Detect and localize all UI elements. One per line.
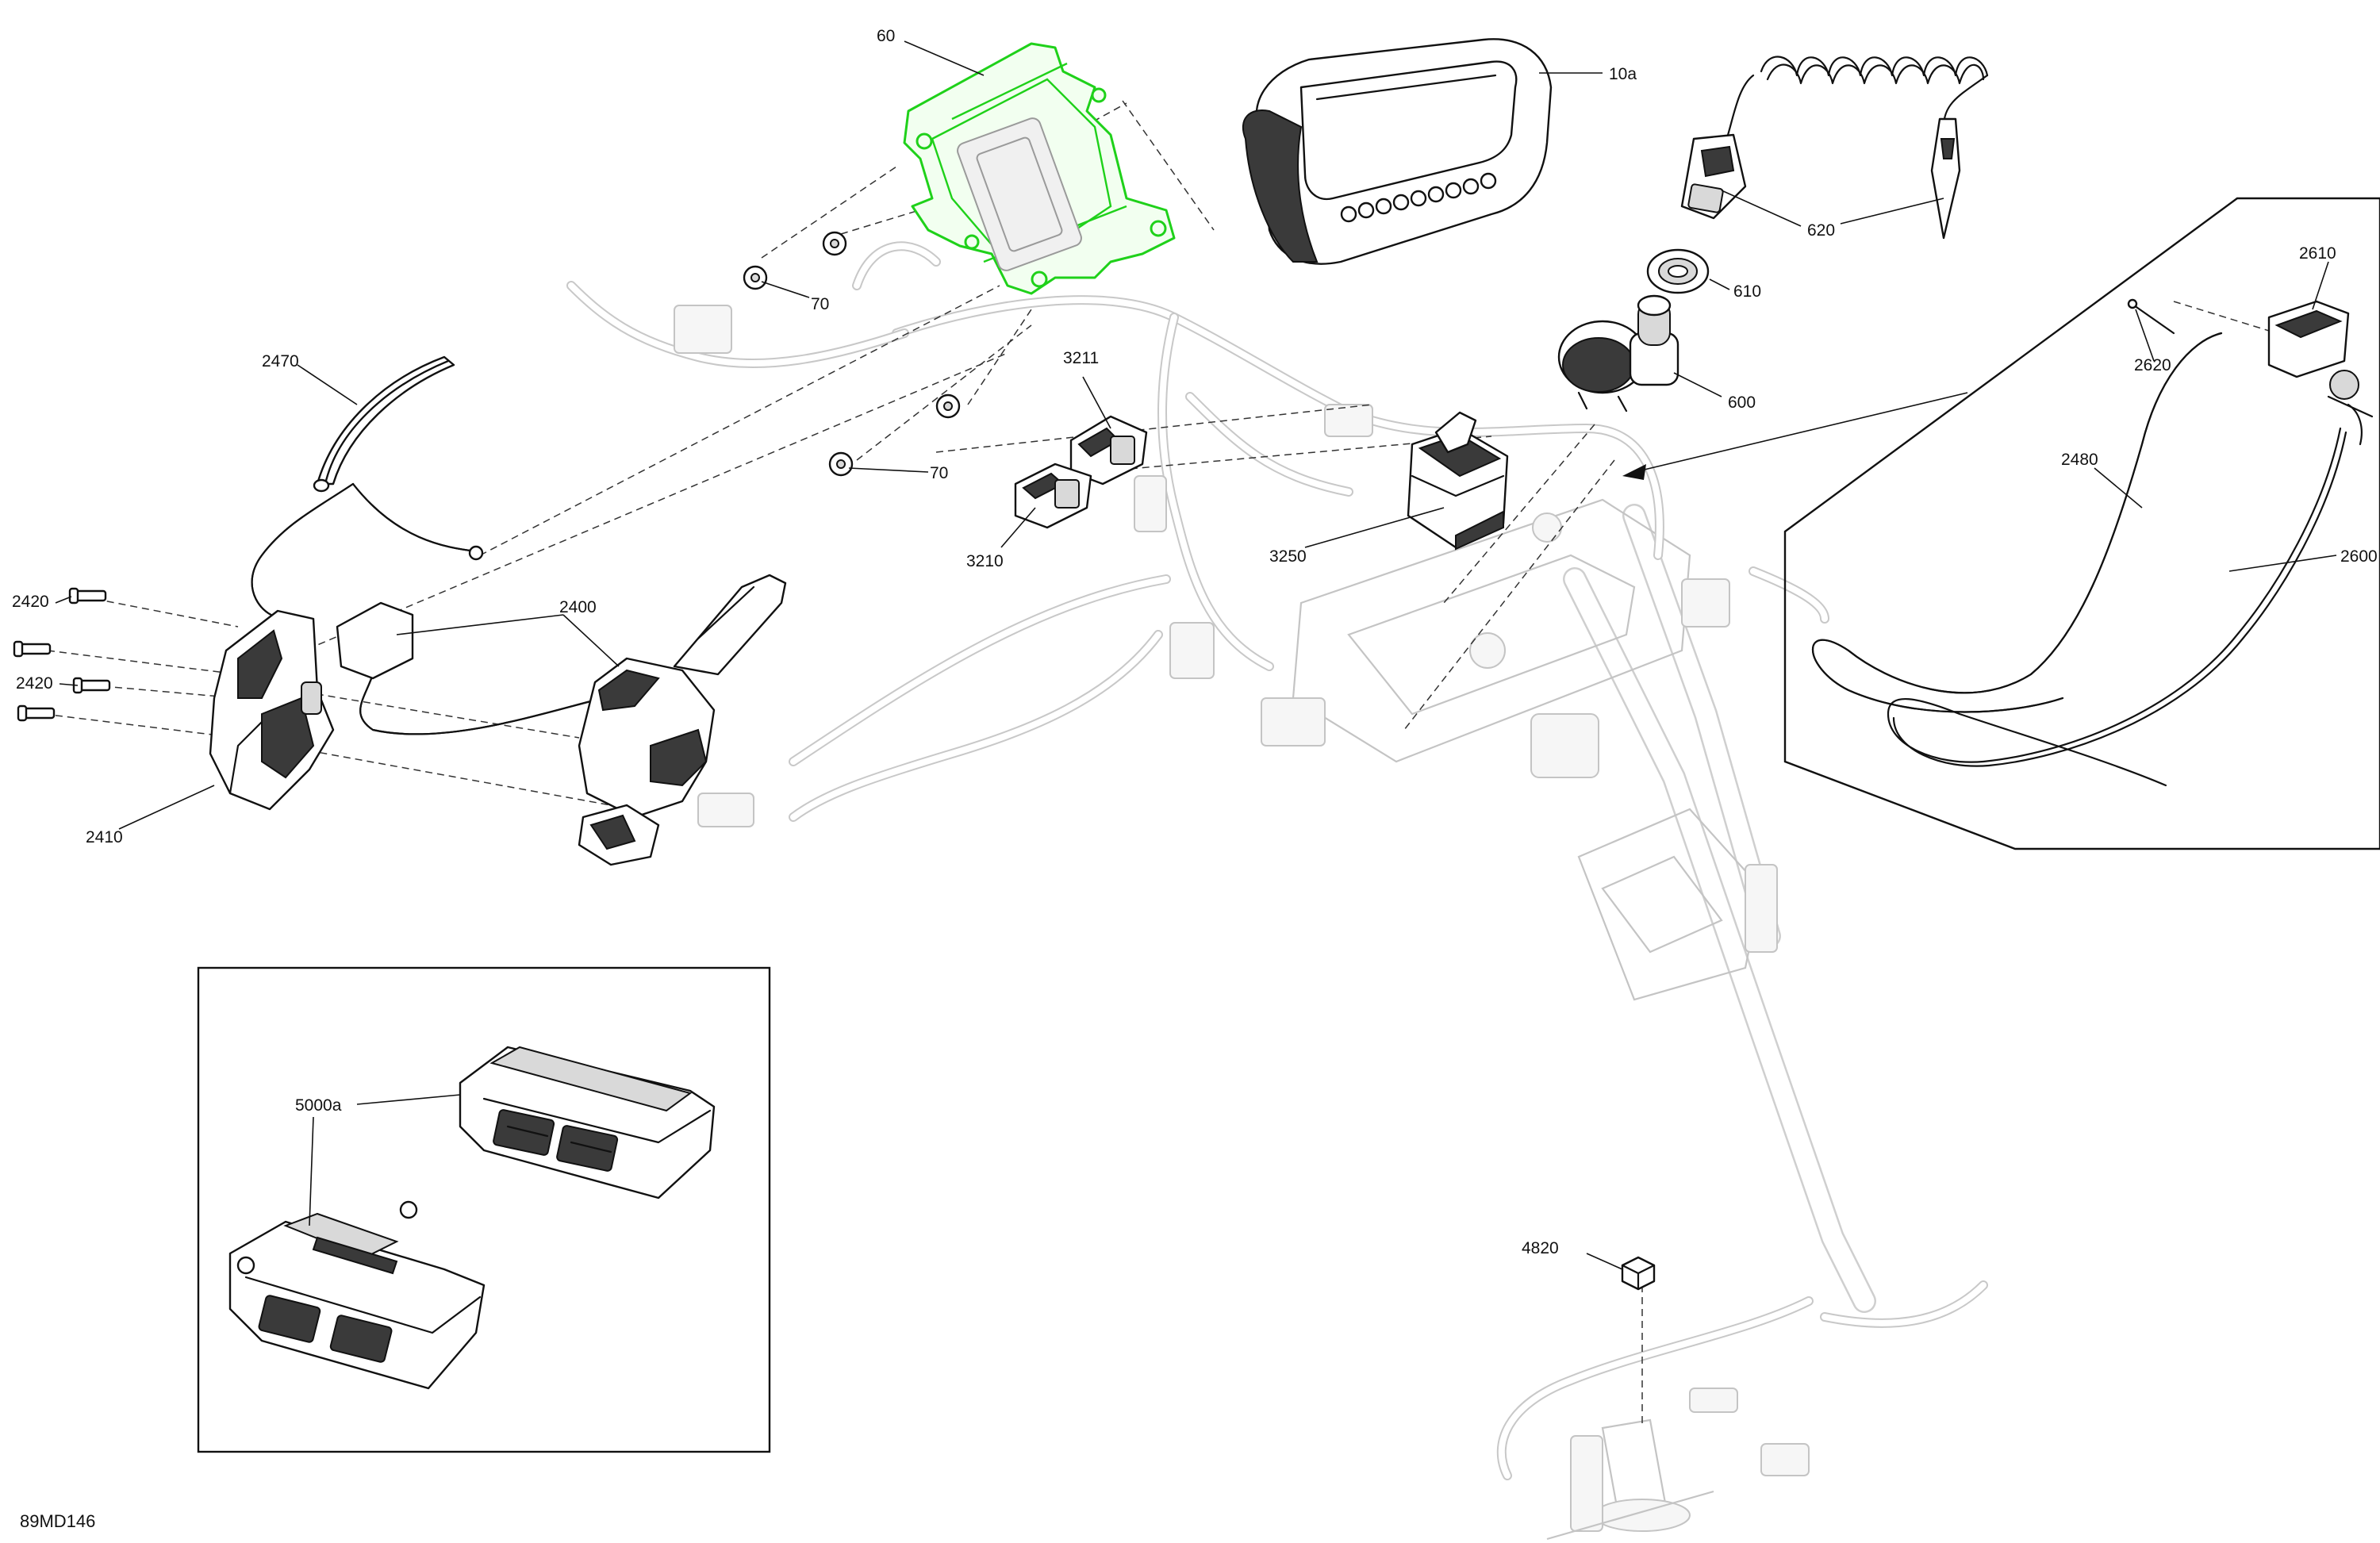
callout-2610: 2610 [2299, 244, 2336, 263]
cable-2470[interactable] [251, 355, 484, 620]
safety-lanyard[interactable] [1680, 56, 1989, 240]
inset-panel-right [1622, 197, 2380, 850]
screw-70-c[interactable] [828, 451, 854, 477]
pin-2620[interactable] [2127, 298, 2175, 335]
screw-70-d[interactable] [935, 393, 961, 419]
screw-2420-a[interactable] [68, 587, 107, 605]
screw-2420-c[interactable] [72, 677, 111, 694]
module-2610[interactable] [2267, 300, 2374, 418]
instrument-cluster[interactable] [1242, 38, 1553, 265]
callout-2480: 2480 [2061, 451, 2098, 469]
ecu-module-lower[interactable] [228, 1200, 486, 1390]
install-lines [43, 100, 2278, 1428]
connector-3210[interactable] [1014, 463, 1092, 529]
screw-2420-d[interactable] [17, 704, 56, 722]
callout-10a: 10a [1609, 65, 1637, 83]
leader-lines [55, 40, 2337, 1270]
callout-3250: 3250 [1269, 547, 1307, 566]
callout-2420-lower: 2420 [16, 674, 53, 693]
callout-2600: 2600 [2340, 547, 2378, 566]
callout-60: 60 [877, 27, 895, 45]
callout-600: 600 [1728, 393, 1756, 412]
screw-70-a[interactable] [743, 265, 768, 290]
switch-connector[interactable] [336, 601, 414, 680]
inset-panel-lower [197, 966, 771, 1453]
dess-post-switch[interactable] [1557, 294, 1679, 413]
callout-2410: 2410 [86, 828, 123, 846]
callout-3211: 3211 [1063, 349, 1099, 367]
connector-3211[interactable] [1069, 415, 1148, 486]
lanyard-nut[interactable] [1646, 248, 1710, 294]
rocker-switch-3250[interactable] [1407, 411, 1509, 551]
switch-housing-2410[interactable] [209, 609, 335, 811]
callout-2620: 2620 [2134, 356, 2171, 374]
cluster-buttons [1340, 172, 1497, 223]
switch-assembly-2400[interactable] [347, 574, 787, 866]
figure-id: 89MD146 [20, 1511, 95, 1531]
callout-610: 610 [1733, 282, 1761, 301]
callout-5000a: 5000a [295, 1096, 342, 1115]
callout-70-upper: 70 [811, 295, 829, 313]
instrument-bracket[interactable] [903, 42, 1176, 295]
main-harness-ghost [566, 241, 1988, 1541]
callout-labels: 60 10a 620 610 600 70 70 3211 3210 3250 … [12, 27, 2378, 1531]
callout-70-lower: 70 [930, 464, 948, 482]
callout-2400: 2400 [559, 598, 597, 616]
ecu-module-upper[interactable] [459, 1046, 716, 1199]
screw-70-b[interactable] [822, 231, 847, 256]
callout-620: 620 [1807, 221, 1835, 240]
nut-4820[interactable] [1621, 1256, 1656, 1291]
callout-2470: 2470 [262, 352, 299, 370]
callout-2420-upper: 2420 [12, 593, 49, 611]
callout-3210: 3210 [966, 552, 1004, 570]
screw-2420-b[interactable] [13, 640, 52, 658]
callout-4820: 4820 [1522, 1239, 1559, 1257]
